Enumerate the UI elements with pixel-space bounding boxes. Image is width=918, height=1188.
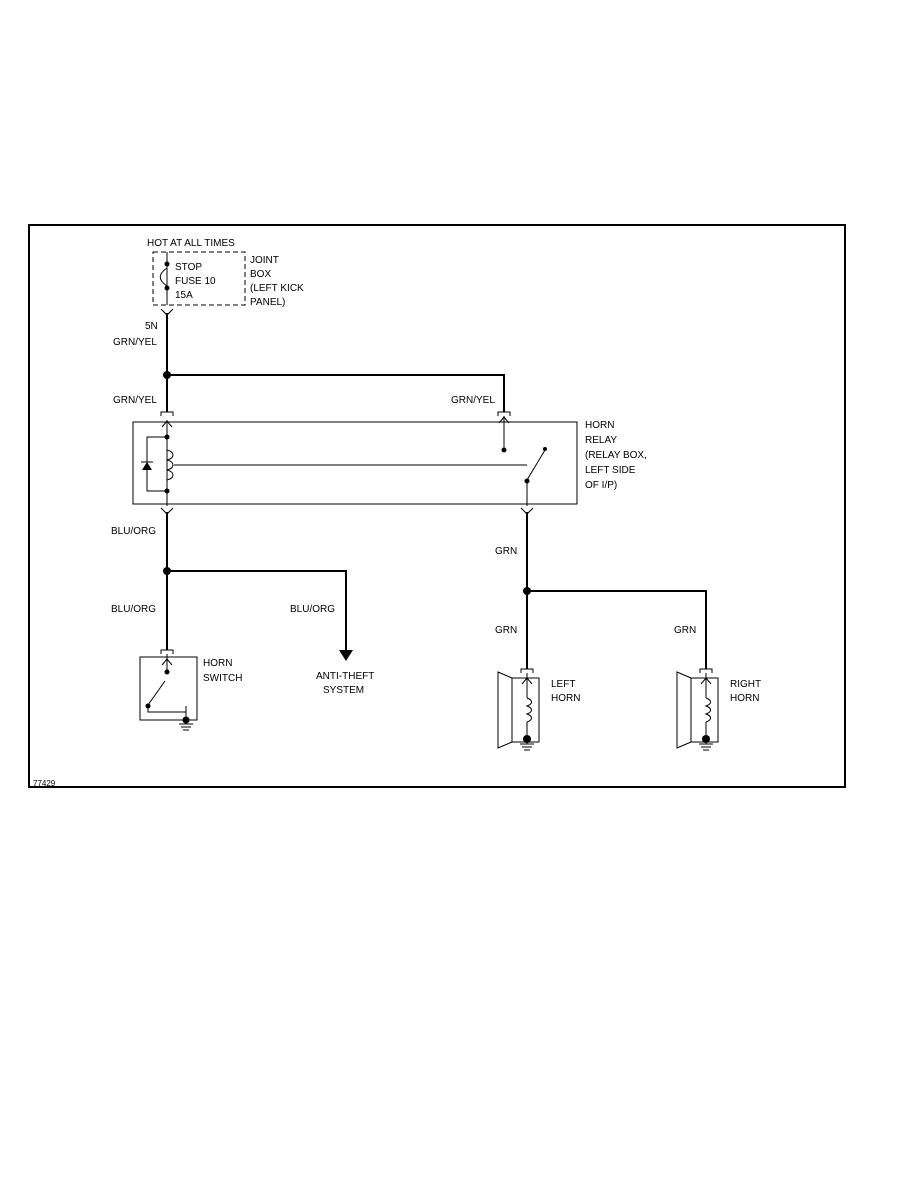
- fuse-label-1: STOP: [175, 262, 202, 273]
- horn-switch-ground-terminal: [182, 716, 190, 724]
- relay-connector-top-right: [497, 411, 511, 416]
- wire-label-grn-yel-top: GRN/YEL: [113, 337, 157, 348]
- relay-label-5: OF I/P): [585, 480, 617, 491]
- relay-switch-contact-tip: [543, 447, 547, 451]
- relay-connector-top-left: [160, 411, 174, 416]
- wire-label-grn-left: GRN: [495, 625, 517, 636]
- relay-switch-contact-fixed: [501, 447, 507, 453]
- relay-switch-arrow-icon: [498, 416, 510, 424]
- joint-box-label-4: PANEL): [250, 297, 285, 308]
- wire-label-grn-yel-right: GRN/YEL: [451, 395, 495, 406]
- left-horn-icon: [497, 668, 540, 751]
- anti-theft-arrow-icon: [339, 650, 353, 661]
- fuse-terminal-bottom: [164, 285, 170, 291]
- wire-label-grn-right: GRN: [674, 625, 696, 636]
- horn-switch-ground-wire: [147, 706, 186, 713]
- horn-switch-contact-top: [164, 669, 170, 675]
- relay-label-1: HORN: [585, 420, 614, 431]
- wire-grn-to-right-horn: [527, 590, 707, 669]
- horn-switch-connector: [160, 649, 174, 654]
- hot-at-all-times-label: HOT AT ALL TIMES: [147, 238, 235, 249]
- wire-label-blu-org-right: BLU/ORG: [290, 604, 335, 615]
- right-horn-label-2: HORN: [730, 693, 759, 704]
- diagram-frame: [28, 224, 846, 788]
- wire-blu-org-to-anti-theft: [167, 570, 347, 650]
- relay-diode-icon: [142, 462, 152, 470]
- anti-theft-label-2: SYSTEM: [323, 685, 364, 696]
- wire-grn-yel-to-relay-switch: [167, 374, 505, 412]
- relay-coil-arrow-icon: [161, 420, 173, 428]
- relay-coil-icon: [166, 449, 174, 481]
- horn-switch-blade-icon: [147, 680, 166, 706]
- relay-label-4: LEFT SIDE: [585, 465, 636, 476]
- relay-label-2: RELAY: [585, 435, 617, 446]
- connector-5n-label: 5N: [145, 321, 158, 332]
- horn-switch-label-1: HORN: [203, 658, 232, 669]
- horn-switch-box: [139, 656, 198, 721]
- relay-label-3: (RELAY BOX,: [585, 450, 647, 461]
- relay-switch-blade-icon: [526, 449, 546, 481]
- right-horn-label-1: RIGHT: [730, 679, 761, 690]
- anti-theft-label-1: ANTI-THEFT: [316, 671, 374, 682]
- left-horn-label-2: HORN: [551, 693, 580, 704]
- joint-box-label-2: BOX: [250, 269, 271, 280]
- wire-label-blu-org-left: BLU/ORG: [111, 604, 156, 615]
- wire-label-grn-yel-left: GRN/YEL: [113, 395, 157, 406]
- fuse-label-2: FUSE 10: [175, 276, 216, 287]
- fuse-terminal-top: [164, 261, 170, 267]
- joint-box-label-1: JOINT: [250, 255, 279, 266]
- fuse-element-icon: [159, 267, 168, 287]
- horn-switch-arrow-icon: [161, 658, 173, 666]
- horn-switch-label-2: SWITCH: [203, 673, 242, 684]
- horn-switch-ground-icon: [179, 723, 193, 731]
- relay-diode-wire: [146, 436, 167, 492]
- horn-relay-box: [132, 421, 578, 505]
- left-horn-label-1: LEFT: [551, 679, 575, 690]
- joint-box-label-3: (LEFT KICK: [250, 283, 304, 294]
- wire-label-blu-org-top: BLU/ORG: [111, 526, 156, 537]
- wire-label-grn-top: GRN: [495, 546, 517, 557]
- right-horn-icon: [676, 668, 719, 751]
- figure-id: 77429: [33, 779, 56, 788]
- fuse-label-3: 15A: [175, 290, 193, 301]
